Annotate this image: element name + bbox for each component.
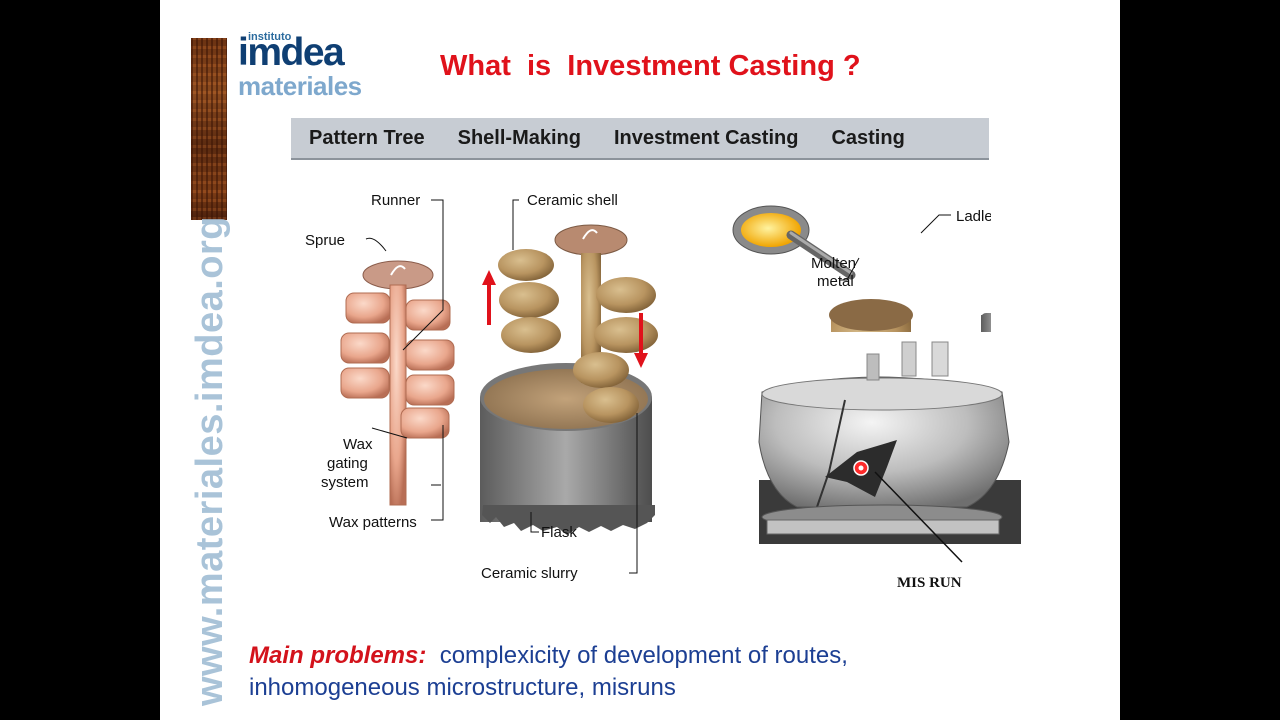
stage-investment-casting: Investment Casting	[613, 126, 799, 149]
label-wax-patterns: Wax patterns	[329, 514, 417, 531]
label-flask: Flask	[541, 524, 577, 541]
label-wax-gating-line1: Wax	[343, 436, 373, 453]
label-wax-gating-line2: gating	[327, 455, 368, 472]
slide-title: What is Investment Casting ?	[440, 50, 861, 82]
main-problems-line1: complexicity of development of routes,	[439, 642, 848, 669]
label-sprue: Sprue	[305, 232, 345, 249]
main-problems-text: Main problems: complexicity of developme…	[249, 640, 1009, 704]
stage-header-bar: Pattern Tree Shell-Making Investment Cas…	[291, 118, 989, 160]
logo-materiales-text: materiales	[238, 71, 362, 101]
label-molten-line2: metal	[817, 273, 854, 290]
pattern-tree-leader-lines	[365, 199, 444, 521]
up-arrow-icon	[482, 270, 496, 325]
label-molten-line1: Molten	[811, 255, 856, 272]
investment-casting-leader-lines	[839, 214, 951, 281]
shell-making-illustration	[480, 224, 658, 535]
label-runner: Runner	[371, 192, 420, 209]
main-problems-line2: inhomogeneous microstructure, misruns	[249, 674, 676, 701]
stage-shell-making: Shell-Making	[457, 126, 581, 149]
down-arrow-icon	[634, 313, 648, 368]
label-ceramic-shell: Ceramic shell	[527, 192, 618, 209]
label-mis-run: MIS RUN	[897, 575, 962, 591]
label-ladle: Ladle	[956, 208, 991, 225]
logo-imdea-text: imdea	[238, 31, 345, 74]
main-problems-lead: Main problems:	[249, 642, 427, 669]
slide: www.materiales.imdea.org instituto imdea…	[160, 0, 1120, 720]
stage-pattern-tree: Pattern Tree	[309, 126, 425, 149]
wax-pattern-tree	[340, 260, 455, 506]
logo-instituto-text: instituto	[248, 31, 292, 43]
misrun-casting-photo: MIS RUN	[737, 332, 1027, 594]
red-target-marker-icon	[853, 460, 869, 476]
label-wax-gating-line3: system	[321, 474, 369, 491]
vertical-website-url: www.materiales.imdea.org	[189, 216, 231, 706]
label-ceramic-slurry: Ceramic slurry	[481, 565, 578, 582]
wood-texture-strip	[191, 38, 227, 220]
shell-making-leader-lines	[512, 199, 638, 574]
stage-casting: Casting	[831, 126, 905, 149]
